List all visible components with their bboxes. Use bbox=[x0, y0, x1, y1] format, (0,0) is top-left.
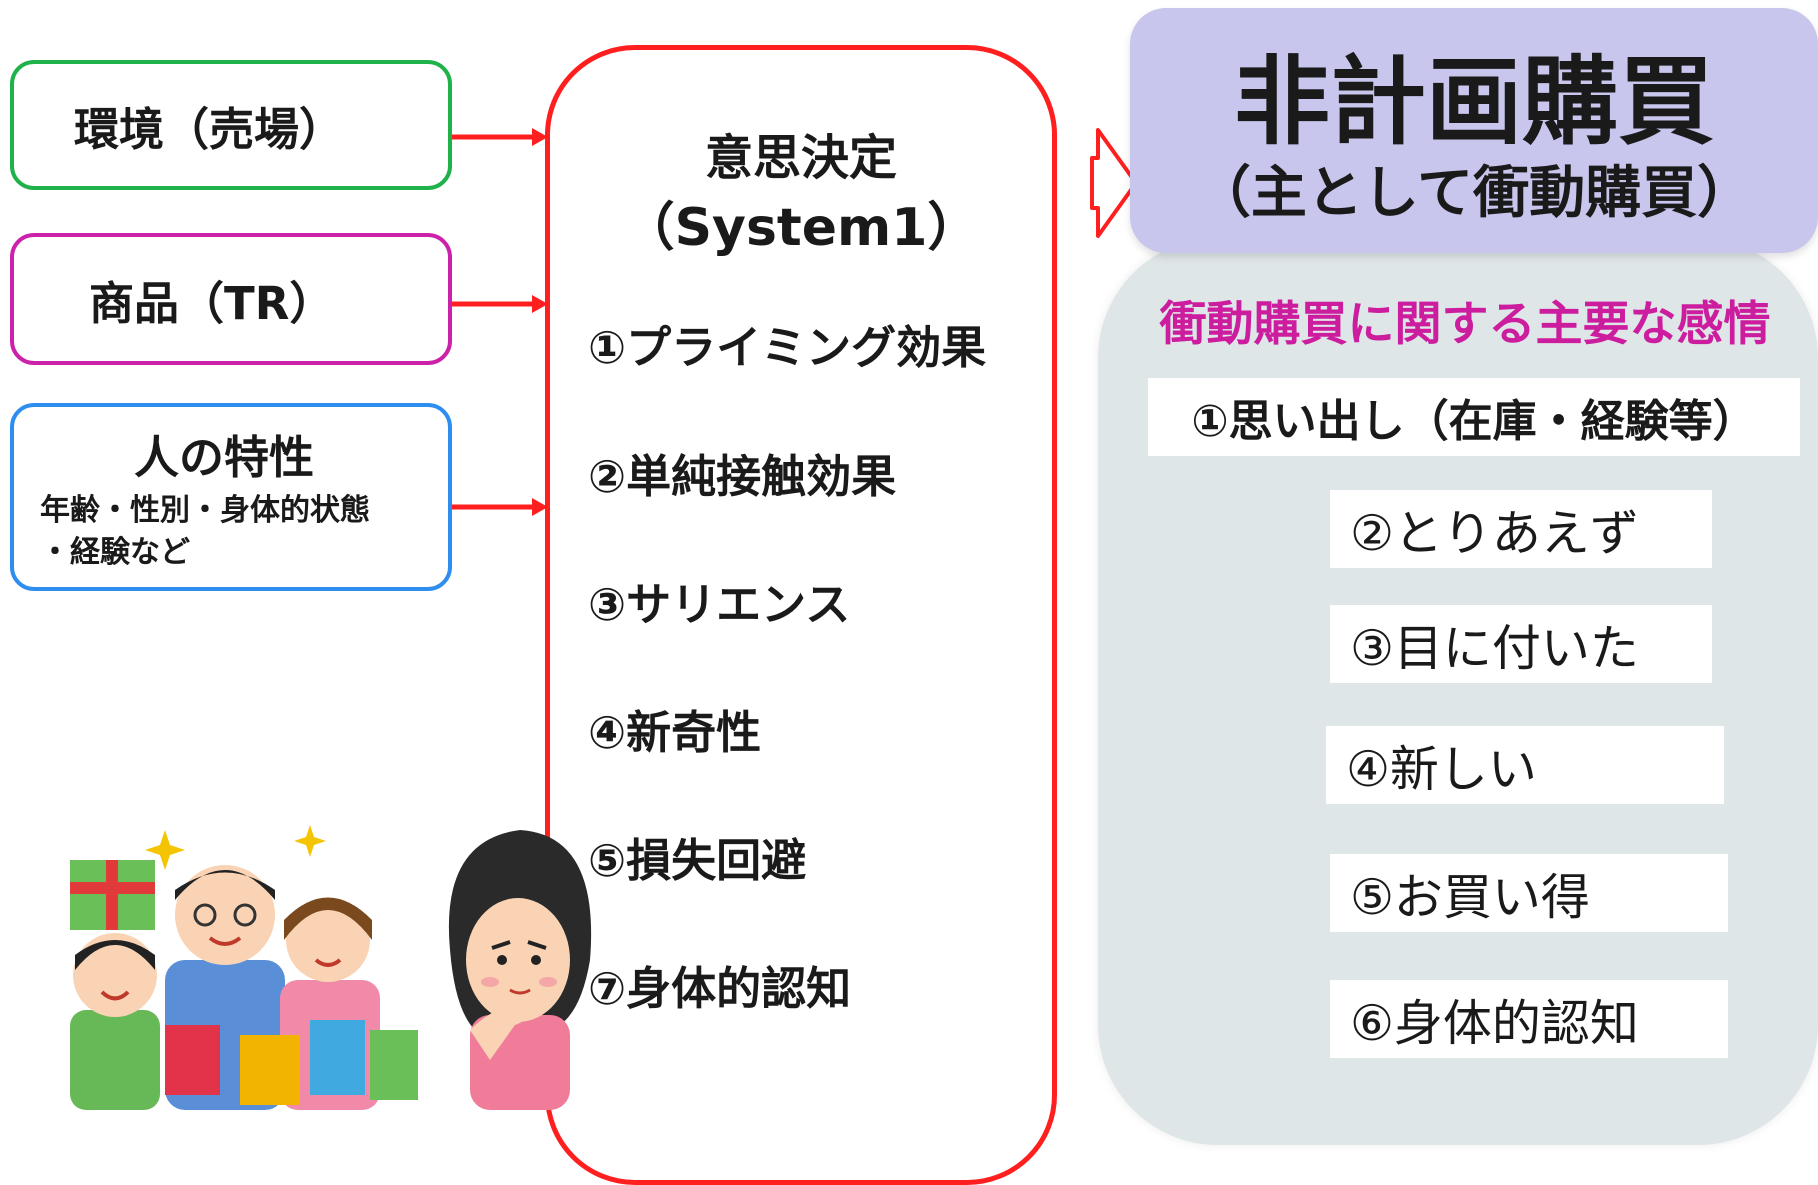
decision-heading: 意思決定 bbox=[704, 130, 897, 186]
person-traits-title: 人の特性 bbox=[133, 430, 314, 484]
result-box: 非計画購買 （主として衝動購買） bbox=[1130, 8, 1818, 253]
decision-item-loss-aversion: ⑤損失回避 bbox=[588, 834, 807, 887]
decision-item-mere-exposure: ②単純接触効果 bbox=[588, 450, 897, 503]
emotion-item-embodied-cognition: ⑥身体的認知 bbox=[1330, 980, 1728, 1058]
emotion-heading: 衝動購買に関する主要な感情 bbox=[1159, 297, 1771, 352]
decision-item-novelty: ④新奇性 bbox=[588, 706, 762, 759]
decision-item-priming: ①プライミング効果 bbox=[588, 321, 987, 374]
emotion-item-new: ④新しい bbox=[1326, 726, 1724, 804]
emotion-item-recall: ①思い出し（在庫・経験等） bbox=[1148, 378, 1800, 456]
arrow-decision-to-result bbox=[1090, 128, 1138, 238]
environment-box: 環境（売場） bbox=[10, 60, 452, 190]
decision-item-salience: ③サリエンス bbox=[588, 578, 851, 631]
environment-label: 環境（売場） bbox=[74, 102, 345, 156]
emotion-item-bargain: ⑤お買い得 bbox=[1330, 854, 1728, 932]
decision-system-label: （System1） bbox=[622, 198, 980, 258]
arrow-product-to-decision bbox=[452, 295, 548, 313]
person-traits-detail-2: ・経験など bbox=[40, 534, 190, 570]
person-traits-box: 人の特性 年齢・性別・身体的状態 ・経験など bbox=[10, 403, 452, 591]
result-subtitle: （主として衝動購買） bbox=[1194, 161, 1754, 226]
result-title: 非計画購買 bbox=[1234, 46, 1714, 158]
decision-box bbox=[545, 45, 1057, 1185]
arrow-environment-to-decision bbox=[452, 128, 548, 146]
decision-item-embodied-cognition: ⑦身体的認知 bbox=[588, 962, 852, 1015]
product-box: 商品（TR） bbox=[10, 233, 452, 365]
arrow-person-to-decision bbox=[452, 498, 548, 516]
person-traits-detail-1: 年齢・性別・身体的状態 bbox=[40, 492, 370, 528]
emotion-item-for-now: ②とりあえず bbox=[1330, 490, 1712, 568]
emotion-item-noticed: ③目に付いた bbox=[1330, 605, 1712, 683]
shopping-family-illustration bbox=[70, 825, 418, 1110]
thinking-woman-illustration bbox=[448, 830, 592, 1110]
product-label: 商品（TR） bbox=[89, 276, 335, 330]
